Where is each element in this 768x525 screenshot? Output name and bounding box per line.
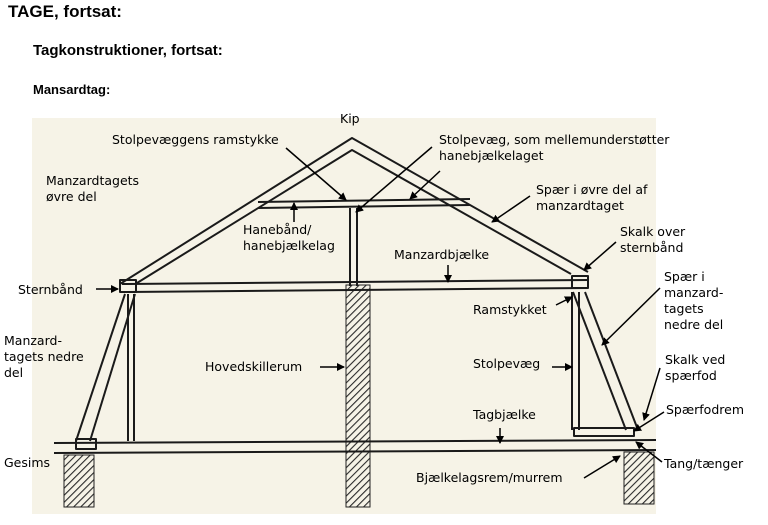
leader-tang <box>635 441 663 463</box>
label-stolpevaeg-line1: Stolpevæg, som mellemunderstøtter <box>439 132 670 147</box>
label-spaer-nedre-line1: Spær i <box>664 269 705 284</box>
label-spaer-ovre-line2: manzardtaget <box>536 198 624 213</box>
right-outer-wall <box>623 451 655 505</box>
label-stolpevaeg: Stolpevæg <box>473 356 541 371</box>
left-outer-wall <box>63 454 95 508</box>
leader-spaer-nedre <box>601 287 661 346</box>
label-stolpevaeggens-ramstykke: Stolpevæggens ramstykke <box>112 132 279 147</box>
label-stolpevaeg-line2: hanebjælkelaget <box>439 148 544 163</box>
leader-spaer-ovre <box>491 195 531 223</box>
label-tang: Tang/tænger <box>664 456 744 471</box>
leader-ramstykket <box>555 296 573 306</box>
mansard-beam <box>121 279 589 285</box>
section-heading: Tagkonstruktioner, fortsat: <box>33 42 223 59</box>
label-manzard-nedre-line3: del <box>4 365 24 380</box>
label-manzardbjaelke: Manzardbjælke <box>394 247 490 262</box>
left-lower-roof-outer <box>75 293 126 442</box>
label-ramstykket: Ramstykket <box>473 302 547 317</box>
label-sternband: Sternbånd <box>18 282 83 297</box>
leader-stolpevaeg-upper <box>355 146 433 213</box>
label-skalk-ved-line1: Skalk ved <box>665 352 726 367</box>
wall-plate <box>573 427 635 437</box>
label-spaer-nedre-line2: manzard- <box>664 285 724 300</box>
label-hovedskillerum: Hovedskillerum <box>205 359 303 374</box>
right-lower-roof-outer <box>584 291 639 431</box>
label-skalk-ved-line2: spærfod <box>665 368 717 383</box>
label-spaer-ovre-line1: Spær i øvre del af <box>536 182 648 197</box>
collar-beam <box>257 198 471 203</box>
leader-skalk-over <box>583 241 617 271</box>
label-bjaelkelagsrem: Bjælkelagsrem/murrem <box>416 470 563 485</box>
label-spaer-nedre-line4: nedre del <box>664 317 724 332</box>
leader-spaerfodrem <box>633 411 665 432</box>
label-manzard-nedre-line1: Manzard- <box>4 333 62 348</box>
subsection-heading: Mansardtag: <box>33 82 111 97</box>
label-spaerfodrem: Spærfodrem <box>666 402 744 417</box>
ceiling-joist <box>53 439 657 444</box>
label-manzard-nedre-line2: tagets nedre <box>4 349 84 364</box>
leader-skalk-ved <box>642 367 661 421</box>
leader-bjaelkelagsrem <box>583 455 621 479</box>
label-spaer-nedre-line3: tagets <box>664 301 704 316</box>
page-title: TAGE, fortsat: <box>8 2 122 21</box>
label-skalk-over-line1: Skalk over <box>620 224 686 239</box>
label-kip: Kip <box>340 111 360 126</box>
label-skalk-over-line2: sternbånd <box>620 240 684 255</box>
upper-roof-outer <box>119 137 589 285</box>
label-haneband-line2: hanebjælkelag <box>243 238 335 253</box>
leader-ramstykke <box>285 147 347 201</box>
drawing-background <box>32 118 656 514</box>
main-partition-wall <box>345 284 371 508</box>
label-haneband-line1: Hanebånd/ <box>243 222 312 237</box>
label-manzard-ovre-line2: øvre del <box>46 189 97 204</box>
label-gesims: Gesims <box>4 455 51 470</box>
label-tagbjaelke: Tagbjælke <box>473 407 536 422</box>
upper-roof-inner <box>136 149 572 284</box>
label-manzard-ovre-line1: Manzardtagets <box>46 173 140 188</box>
